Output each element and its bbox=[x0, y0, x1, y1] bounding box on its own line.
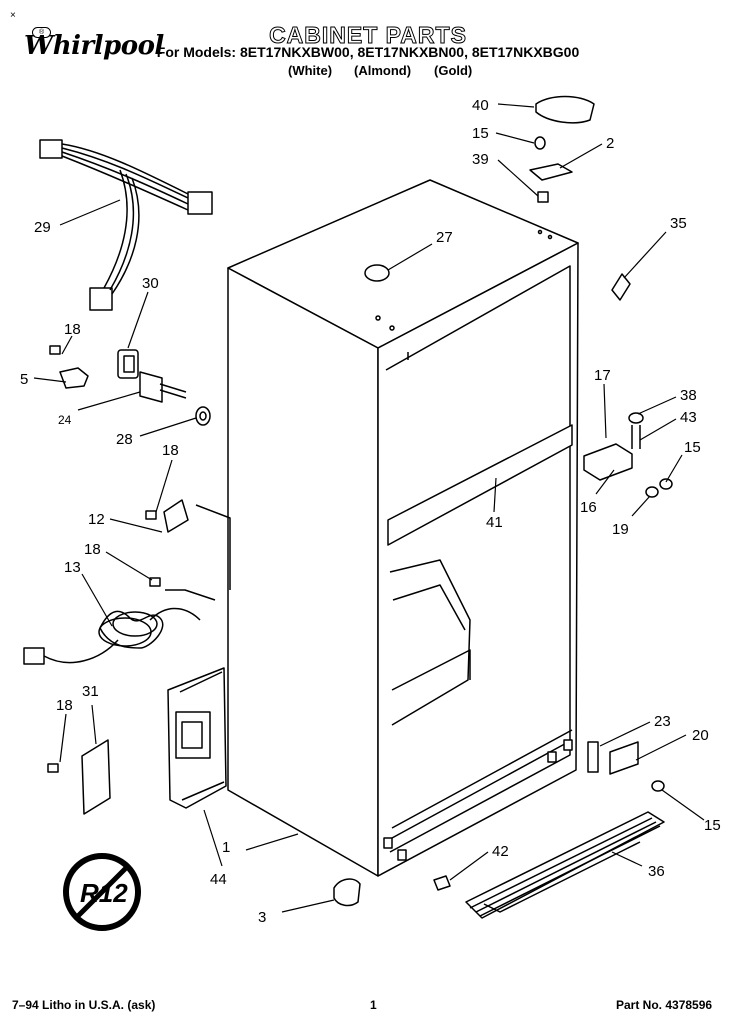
footer-part-number: Part No. 4378596 bbox=[616, 998, 713, 1012]
callout-15b: 15 bbox=[684, 439, 701, 456]
callout-23: 23 bbox=[654, 713, 671, 730]
callout-5: 5 bbox=[20, 371, 28, 388]
side-bracket bbox=[167, 504, 231, 809]
page-title: CABINET PARTS bbox=[269, 22, 467, 49]
callout-18b: 18 bbox=[162, 442, 179, 459]
callout-labels: 40 15 2 39 35 27 29 30 18 5 24 28 18 12 … bbox=[20, 97, 721, 926]
callout-36: 36 bbox=[648, 863, 665, 880]
callout-42: 42 bbox=[492, 843, 509, 860]
wire-harness bbox=[39, 139, 213, 311]
callout-1: 1 bbox=[222, 839, 230, 856]
callout-2: 2 bbox=[606, 135, 614, 152]
center-hinge bbox=[583, 412, 673, 498]
footer-page-number: 1 bbox=[370, 998, 377, 1012]
callout-40: 40 bbox=[472, 97, 489, 114]
callout-18d: 18 bbox=[56, 697, 73, 714]
callout-16: 16 bbox=[580, 499, 597, 516]
callout-24: 24 bbox=[58, 413, 72, 427]
callout-31: 31 bbox=[82, 683, 99, 700]
r12-badge bbox=[63, 853, 141, 931]
top-parts bbox=[364, 95, 631, 301]
callout-35: 35 bbox=[670, 215, 687, 232]
callout-18: 18 bbox=[64, 321, 81, 338]
callout-13: 13 bbox=[64, 559, 81, 576]
callout-43: 43 bbox=[680, 409, 697, 426]
callout-38: 38 bbox=[680, 387, 697, 404]
left-small-parts bbox=[47, 345, 216, 815]
color-almond: (Almond) bbox=[354, 63, 412, 78]
brand-registered-mark: ® bbox=[32, 27, 52, 38]
cabinet bbox=[227, 179, 579, 877]
callout-3: 3 bbox=[258, 909, 266, 926]
bottom-hinge bbox=[587, 741, 665, 792]
footer-litho: 7–94 Litho in U.S.A. (ask) bbox=[12, 998, 156, 1012]
callout-27: 27 bbox=[436, 229, 453, 246]
r12-badge-text: R12 bbox=[80, 878, 128, 908]
callout-12: 12 bbox=[88, 511, 105, 528]
callout-17: 17 bbox=[594, 367, 611, 384]
color-gold: (Gold) bbox=[434, 63, 473, 78]
callout-28: 28 bbox=[116, 431, 133, 448]
callout-29: 29 bbox=[34, 219, 51, 236]
callout-15: 15 bbox=[472, 125, 489, 142]
callout-30: 30 bbox=[142, 275, 159, 292]
color-white: (White) bbox=[288, 63, 333, 78]
callout-39: 39 bbox=[472, 151, 489, 168]
brand-logo: Whirlpool bbox=[24, 31, 164, 61]
callout-15c: 15 bbox=[704, 817, 721, 834]
callout-44: 44 bbox=[210, 871, 227, 888]
toe-grille bbox=[465, 811, 665, 919]
models-line: For Models: 8ET17NKXBW00, 8ET17NKXBN00, … bbox=[156, 44, 580, 60]
callout-19: 19 bbox=[612, 521, 629, 538]
corner-mark: × bbox=[10, 10, 16, 21]
callout-41: 41 bbox=[486, 514, 503, 531]
leader-lines bbox=[33, 103, 705, 913]
callout-18c: 18 bbox=[84, 541, 101, 558]
power-cord bbox=[23, 607, 201, 665]
clips bbox=[333, 875, 451, 907]
callout-20: 20 bbox=[692, 727, 709, 744]
